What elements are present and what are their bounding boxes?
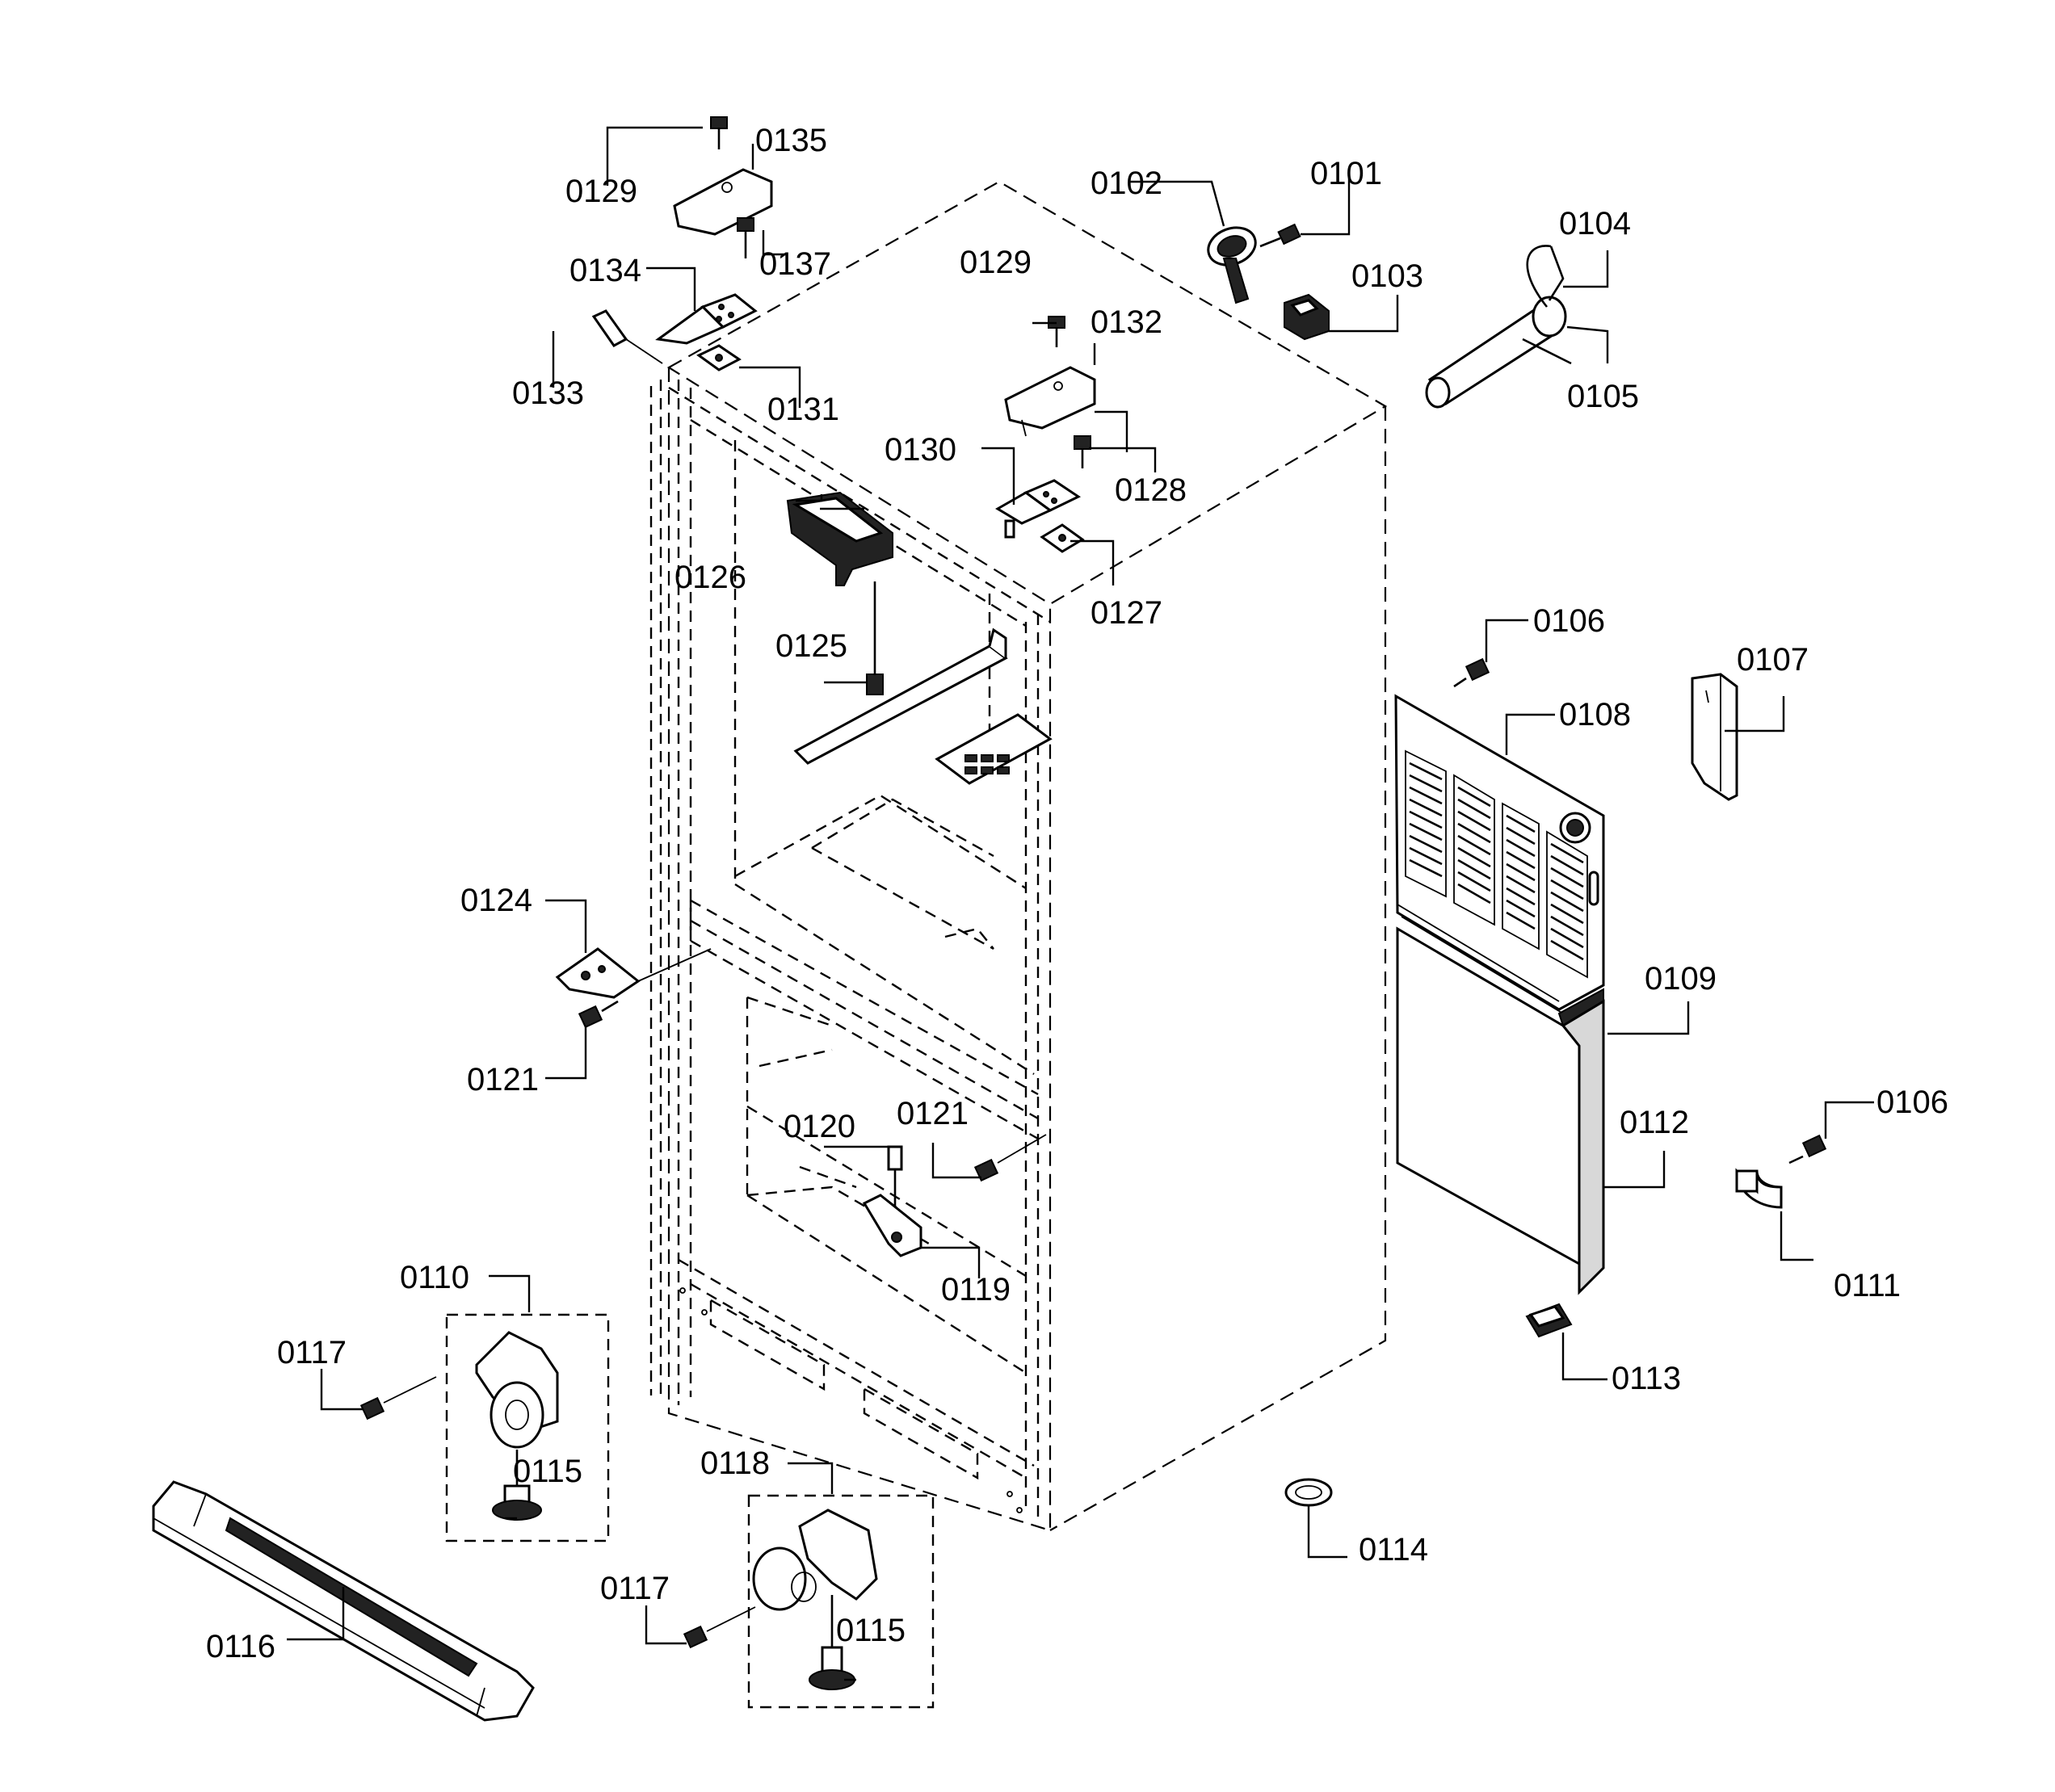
drain-tube-0104	[1425, 245, 1572, 409]
label-0124: 0124	[460, 883, 532, 918]
control-knob-0102	[1207, 226, 1257, 304]
label-0134: 0134	[569, 253, 641, 288]
label-0110: 0110	[400, 1260, 469, 1295]
label-0102: 0102	[1091, 166, 1162, 201]
label-0127: 0127	[1091, 595, 1162, 631]
screw-0121-middle	[973, 1134, 1047, 1182]
grille-vents	[1405, 749, 1588, 979]
back-grille-0108	[1394, 694, 1605, 1014]
lower-cover-0112	[1396, 926, 1605, 1295]
roller-assembly-0110	[445, 1313, 610, 1542]
hinge-block-0126	[786, 491, 893, 586]
vent-plate	[935, 713, 1053, 785]
label-0131: 0131	[767, 392, 839, 427]
label-0119: 0119	[941, 1272, 1011, 1307]
screw-0137	[737, 217, 754, 258]
label-0104: 0104	[1559, 206, 1631, 241]
shim-0127	[1040, 523, 1085, 553]
bracket-0107	[1691, 673, 1738, 801]
label-0116: 0116	[206, 1629, 275, 1664]
part-labels: 0135 0129 0137 0134 0133 0131 0129 0132 …	[206, 123, 1948, 1664]
label-0115-left: 0115	[513, 1454, 582, 1489]
label-0112: 0112	[1620, 1105, 1689, 1140]
leader-lines	[287, 126, 1874, 1681]
shelf-rail	[793, 627, 1008, 765]
label-0137: 0137	[759, 246, 831, 282]
label-0109: 0109	[1645, 961, 1717, 997]
label-0105: 0105	[1567, 379, 1639, 414]
hinge-0130	[995, 479, 1082, 539]
hinge-cover-0132	[1004, 366, 1096, 437]
label-0129-left: 0129	[565, 174, 637, 209]
cabinet-outline	[649, 180, 1388, 1532]
screw-0121-left	[578, 1000, 619, 1029]
label-0106-right: 0106	[1876, 1085, 1948, 1120]
clip-0113	[1525, 1303, 1573, 1338]
label-0103: 0103	[1351, 258, 1423, 294]
label-0111: 0111	[1834, 1268, 1901, 1303]
clamp-0111	[1735, 1168, 1783, 1209]
screw-0125	[866, 581, 884, 695]
label-0101: 0101	[1310, 156, 1382, 191]
label-0107: 0107	[1737, 642, 1809, 678]
screw-0117-bottom	[683, 1606, 756, 1649]
hinge-0124	[555, 947, 712, 999]
label-0128: 0128	[1115, 472, 1187, 508]
hinge-cover-0135	[673, 168, 773, 236]
label-0114: 0114	[1359, 1532, 1428, 1567]
shim-0131	[696, 344, 742, 371]
label-0117-bottom: 0117	[600, 1571, 670, 1606]
label-0106-top: 0106	[1533, 603, 1605, 639]
screw-0117-left	[359, 1376, 437, 1421]
clip-0103	[1284, 293, 1330, 341]
label-0113: 0113	[1612, 1361, 1681, 1396]
label-0117-left: 0117	[277, 1335, 347, 1370]
label-0135: 0135	[755, 123, 827, 158]
grommet-0114	[1284, 1478, 1333, 1507]
screw-0129-middle	[1048, 316, 1065, 347]
screw-0106-right	[1788, 1134, 1827, 1165]
label-0126: 0126	[674, 560, 746, 595]
label-0130: 0130	[885, 432, 956, 468]
screw-0129-left	[710, 116, 728, 149]
label-0120: 0120	[784, 1109, 855, 1144]
label-0118: 0118	[700, 1446, 770, 1481]
label-0129-middle: 0129	[960, 245, 1032, 280]
label-0121-left: 0121	[467, 1062, 539, 1097]
spacer-0133	[591, 309, 663, 364]
label-0115-bottom: 0115	[836, 1613, 906, 1648]
label-0133: 0133	[512, 376, 584, 411]
label-0108: 0108	[1559, 697, 1631, 732]
label-0121-middle: 0121	[897, 1096, 969, 1131]
roller-assembly-0118	[747, 1494, 935, 1709]
screw-0128	[1074, 435, 1091, 468]
label-0125: 0125	[775, 628, 847, 664]
hinge-0134	[655, 293, 758, 345]
screw-0101	[1259, 223, 1301, 248]
label-0132: 0132	[1091, 304, 1162, 340]
screw-0106-top	[1453, 657, 1490, 688]
hinge-0119	[862, 1194, 922, 1257]
